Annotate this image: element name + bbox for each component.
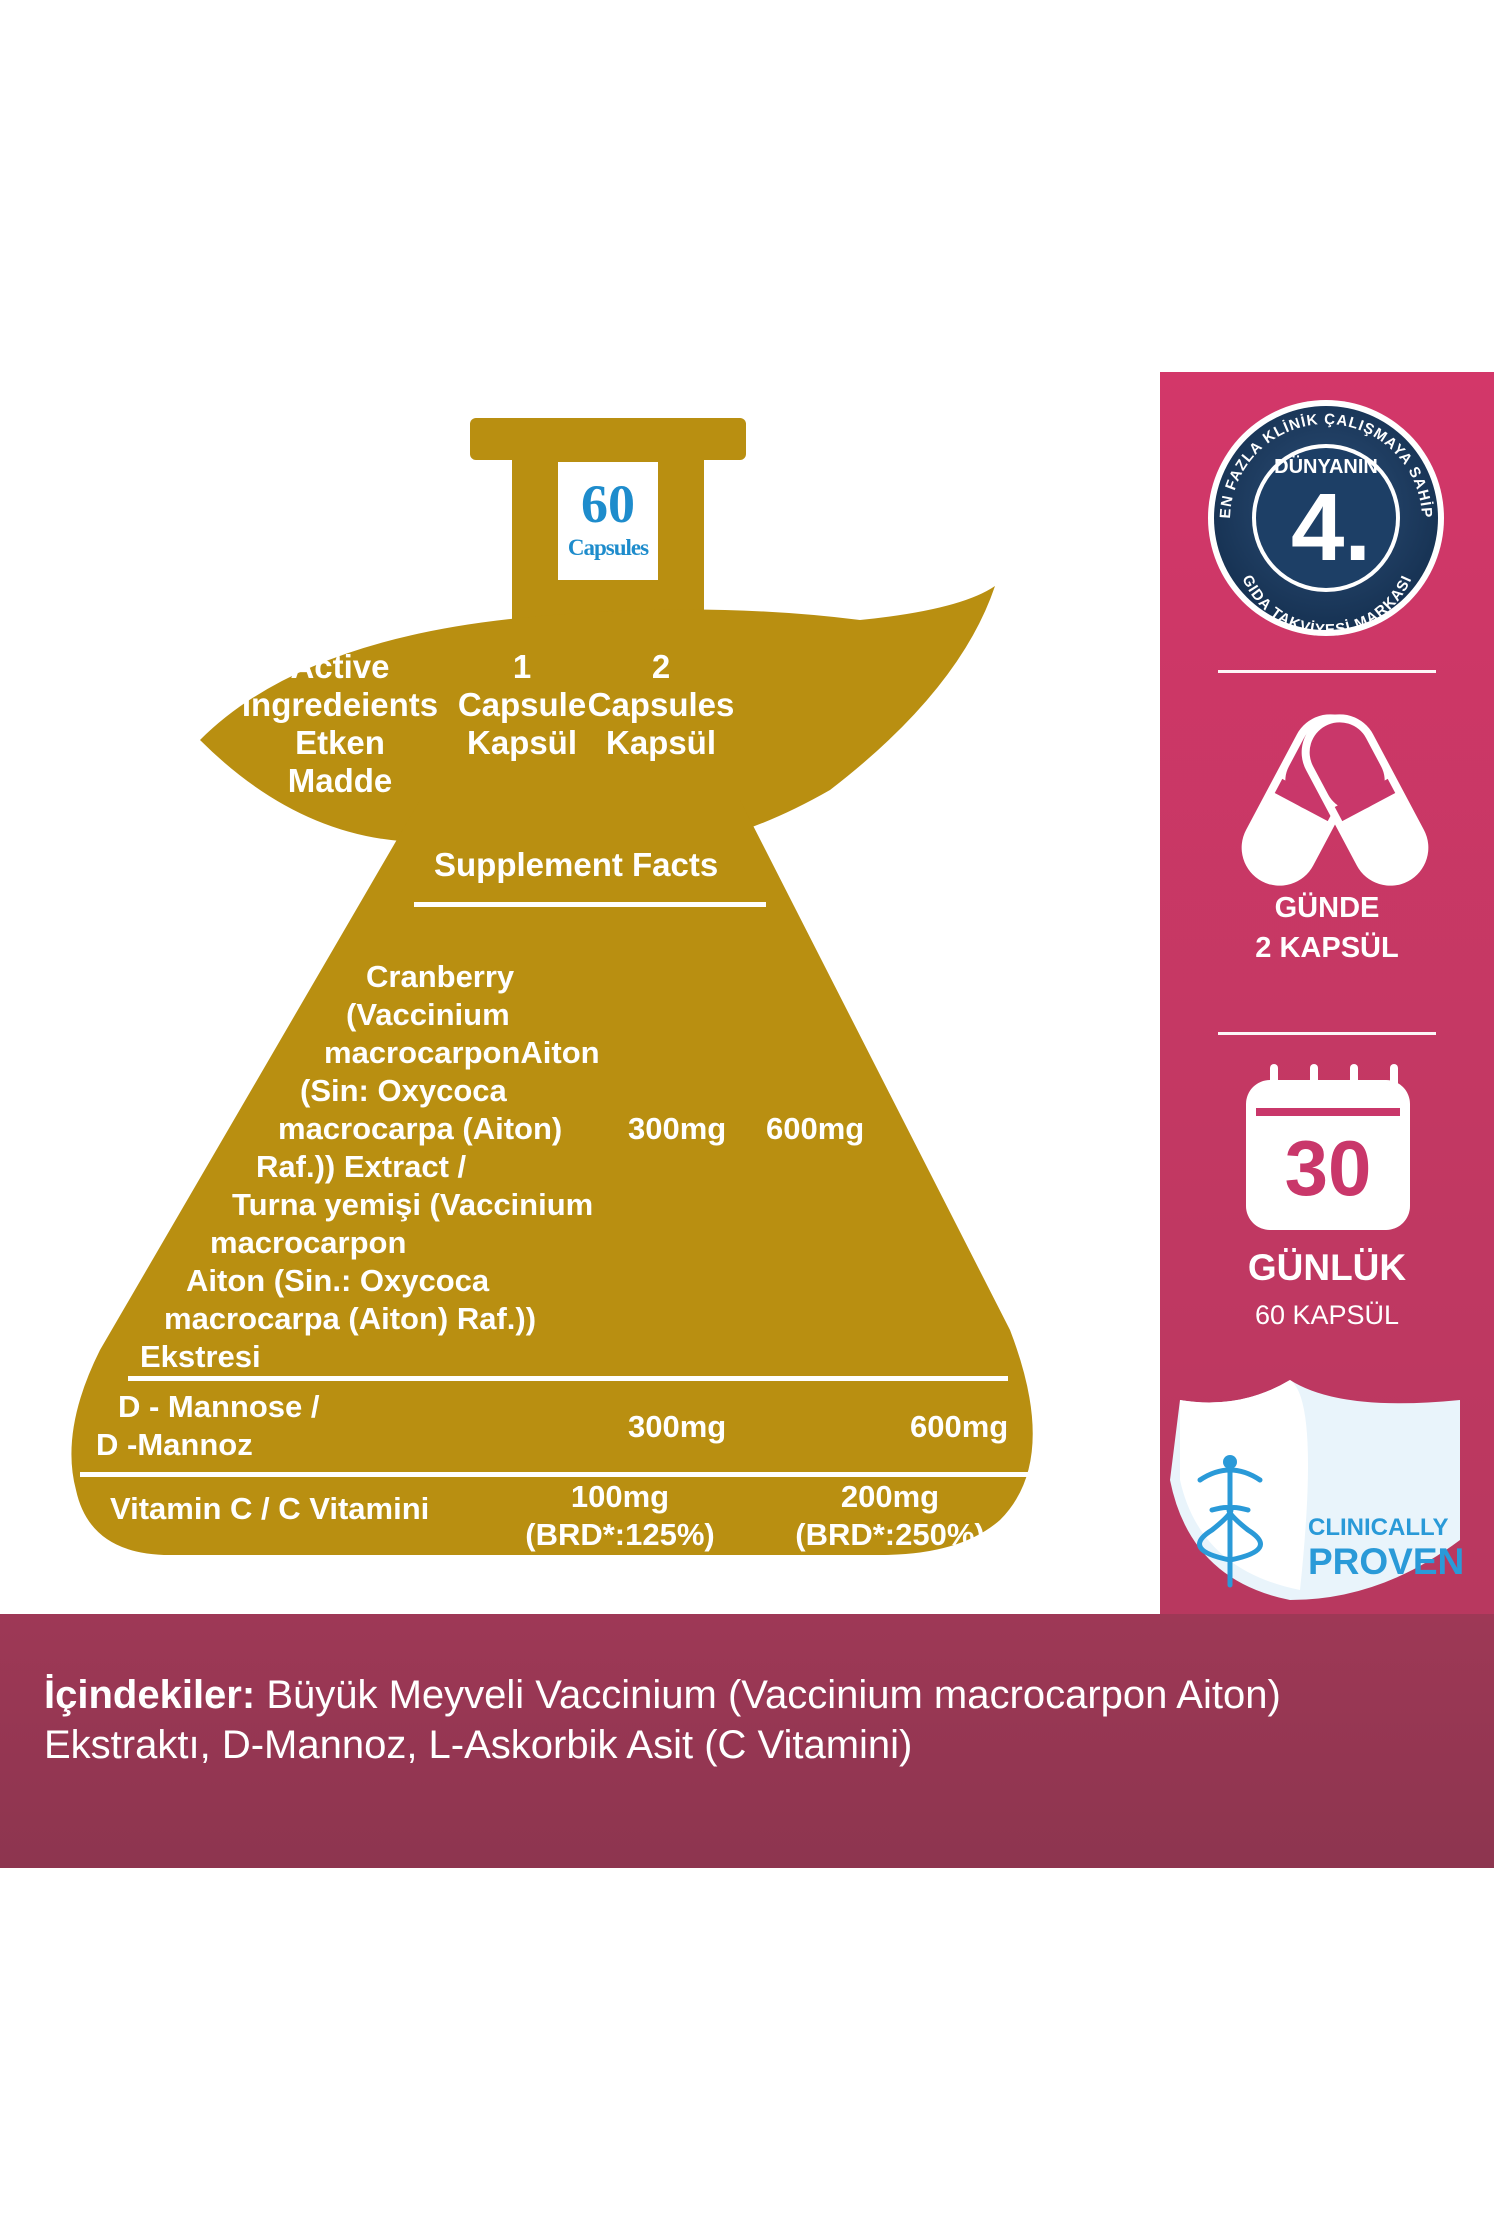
row-mannose-two-capsules: 600mg [910, 1409, 1009, 1444]
calendar-sub: 60 KAPSÜL [1254, 1300, 1400, 1330]
row-cranberry-one-capsule: 300mg [628, 1111, 727, 1146]
header-active-ingredients: Active Ingredeients Etken Madde [241, 648, 439, 799]
calendar-number: 30 [1284, 1124, 1372, 1212]
row-rule-2 [80, 1472, 1030, 1477]
capsule-count: 60 [581, 474, 635, 534]
badge-title: DÜNYANIN [1274, 456, 1378, 478]
row-mannose-name: D - Mannose / D -Mannoz [96, 1389, 320, 1462]
dose-text: GÜNDE 2 KAPSÜL [1255, 892, 1399, 964]
header-two-capsules: 2 Capsules Kapsül [587, 648, 735, 761]
badge-number: 4. [1290, 474, 1372, 581]
divider-1 [1218, 670, 1436, 673]
title-rule [414, 902, 766, 907]
row-vitamin-c-name: Vitamin C / C Vitamini [110, 1491, 430, 1526]
capsule-unit: Capsules [567, 535, 649, 560]
calendar-icon [1246, 1064, 1410, 1230]
header-one-capsule: 1 Capsule Kapsül [457, 648, 587, 761]
flask-shape [71, 418, 1033, 1555]
world-4-badge: EN FAZLA KLİNİK ÇALIŞMAYA SAHİP GIDA TAK… [1208, 400, 1444, 639]
ingredients-band [0, 1614, 1494, 1868]
row-rule-1 [128, 1376, 1008, 1381]
capsule-count-box [558, 462, 658, 580]
row-vitamin-c-one-capsule: 100mg (BRD*:125%) [525, 1479, 715, 1552]
row-mannose-one-capsule: 300mg [628, 1409, 727, 1444]
capsule-icon [1241, 714, 1429, 886]
clinically-proven-icon [1170, 1380, 1460, 1600]
divider-2 [1218, 1032, 1436, 1035]
panel-curve [900, 1380, 1160, 1614]
ingredients-label: İçindekiler: [44, 1673, 256, 1717]
sidebar-panel [1160, 372, 1494, 1614]
row-vitamin-c-two-capsules: 200mg (BRD*:250%) [795, 1479, 985, 1552]
row-cranberry-two-capsules: 600mg [766, 1111, 865, 1146]
ingredients-text: İçindekiler: Büyük Meyveli Vaccinium (Va… [44, 1673, 1281, 1767]
calendar-label: GÜNLÜK [1247, 1247, 1407, 1288]
clinically-proven-text: CLINICALLY PROVEN [1308, 1514, 1465, 1582]
supplement-facts-title: Supplement Facts [434, 846, 719, 883]
